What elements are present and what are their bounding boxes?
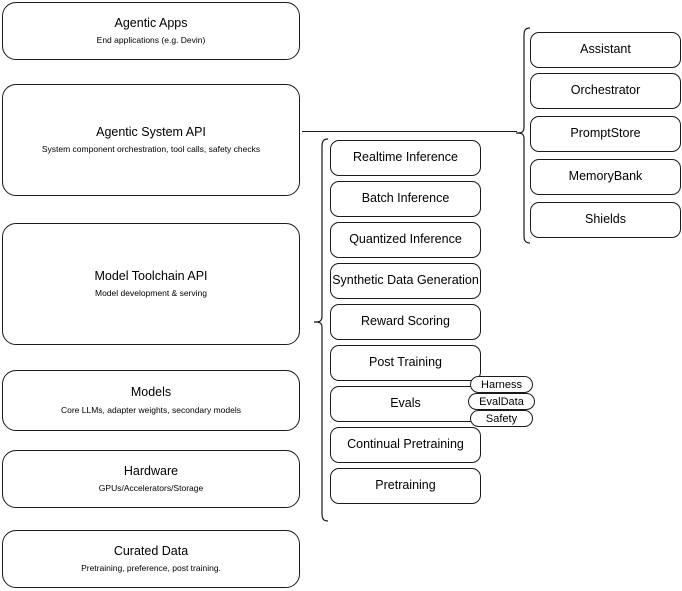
component-label: Evals <box>390 396 421 411</box>
component-label: Post Training <box>369 355 442 370</box>
badge-safety[interactable]: Safety <box>470 410 533 427</box>
component-label: Shields <box>585 212 626 227</box>
component-label: MemoryBank <box>568 169 643 184</box>
component-box-promptstore[interactable]: PromptStore <box>530 116 681 152</box>
layer-subtitle: Pretraining, preference, post training. <box>81 563 221 574</box>
component-box-realtime-inference[interactable]: Realtime Inference <box>330 140 481 176</box>
layer-box-curated-data[interactable]: Curated Data Pretraining, preference, po… <box>2 530 300 588</box>
layer-subtitle: GPUs/Accelerators/Storage <box>98 483 204 494</box>
brace-model-toolchain <box>313 138 329 522</box>
component-label: Reward Scoring <box>361 314 450 329</box>
layer-title: Models <box>130 385 172 400</box>
component-box-continual-pretraining[interactable]: Continual Pretraining <box>330 427 481 463</box>
layer-subtitle: Core LLMs, adapter weights, secondary mo… <box>60 404 241 415</box>
layer-subtitle: End applications (e.g. Devin) <box>96 35 206 46</box>
component-box-memorybank[interactable]: MemoryBank <box>530 159 681 195</box>
layer-box-models[interactable]: Models Core LLMs, adapter weights, secon… <box>2 370 300 431</box>
layer-subtitle: System component orchestration, tool cal… <box>41 144 261 155</box>
layer-title: Agentic Apps <box>114 15 188 30</box>
component-label: PromptStore <box>570 126 641 141</box>
component-box-pretraining[interactable]: Pretraining <box>330 468 481 504</box>
layer-title: Curated Data <box>113 543 189 558</box>
component-box-shields[interactable]: Shields <box>530 202 681 238</box>
badge-harness[interactable]: Harness <box>470 376 533 393</box>
badge-label: Harness <box>481 378 522 391</box>
component-label: Realtime Inference <box>353 150 458 165</box>
component-box-reward-scoring[interactable]: Reward Scoring <box>330 304 481 340</box>
layer-box-hardware[interactable]: Hardware GPUs/Accelerators/Storage <box>2 450 300 508</box>
layer-title: Model Toolchain API <box>94 268 208 283</box>
badge-evaldata[interactable]: EvalData <box>468 393 535 410</box>
component-box-post-training[interactable]: Post Training <box>330 345 481 381</box>
component-label: Orchestrator <box>570 83 641 98</box>
layer-title: Agentic System API <box>96 124 206 139</box>
component-box-assistant[interactable]: Assistant <box>530 32 681 68</box>
badge-label: EvalData <box>479 395 524 408</box>
badge-label: Safety <box>485 412 518 425</box>
component-box-batch-inference[interactable]: Batch Inference <box>330 181 481 217</box>
component-box-evals[interactable]: Evals <box>330 386 481 422</box>
layer-subtitle: Model development & serving <box>95 288 207 299</box>
layer-box-agentic-apps[interactable]: Agentic Apps End applications (e.g. Devi… <box>2 2 300 60</box>
layer-box-model-toolchain-api[interactable]: Model Toolchain API Model development & … <box>2 223 300 345</box>
component-label: Pretraining <box>375 478 436 493</box>
component-label: Assistant <box>580 42 631 57</box>
component-label: Synthetic Data Generation <box>332 273 479 288</box>
component-label: Quantized Inference <box>349 232 462 247</box>
connector-system-api-to-components <box>302 131 517 132</box>
component-box-quantized-inference[interactable]: Quantized Inference <box>330 222 481 258</box>
layer-box-agentic-system-api[interactable]: Agentic System API System component orch… <box>2 84 300 196</box>
brace-agentic-system <box>515 27 531 244</box>
component-box-orchestrator[interactable]: Orchestrator <box>530 73 681 109</box>
component-box-synthetic-data-generation[interactable]: Synthetic Data Generation <box>330 263 481 299</box>
component-label: Continual Pretraining <box>347 437 464 452</box>
component-label: Batch Inference <box>361 191 450 206</box>
layer-title: Hardware <box>123 463 179 478</box>
